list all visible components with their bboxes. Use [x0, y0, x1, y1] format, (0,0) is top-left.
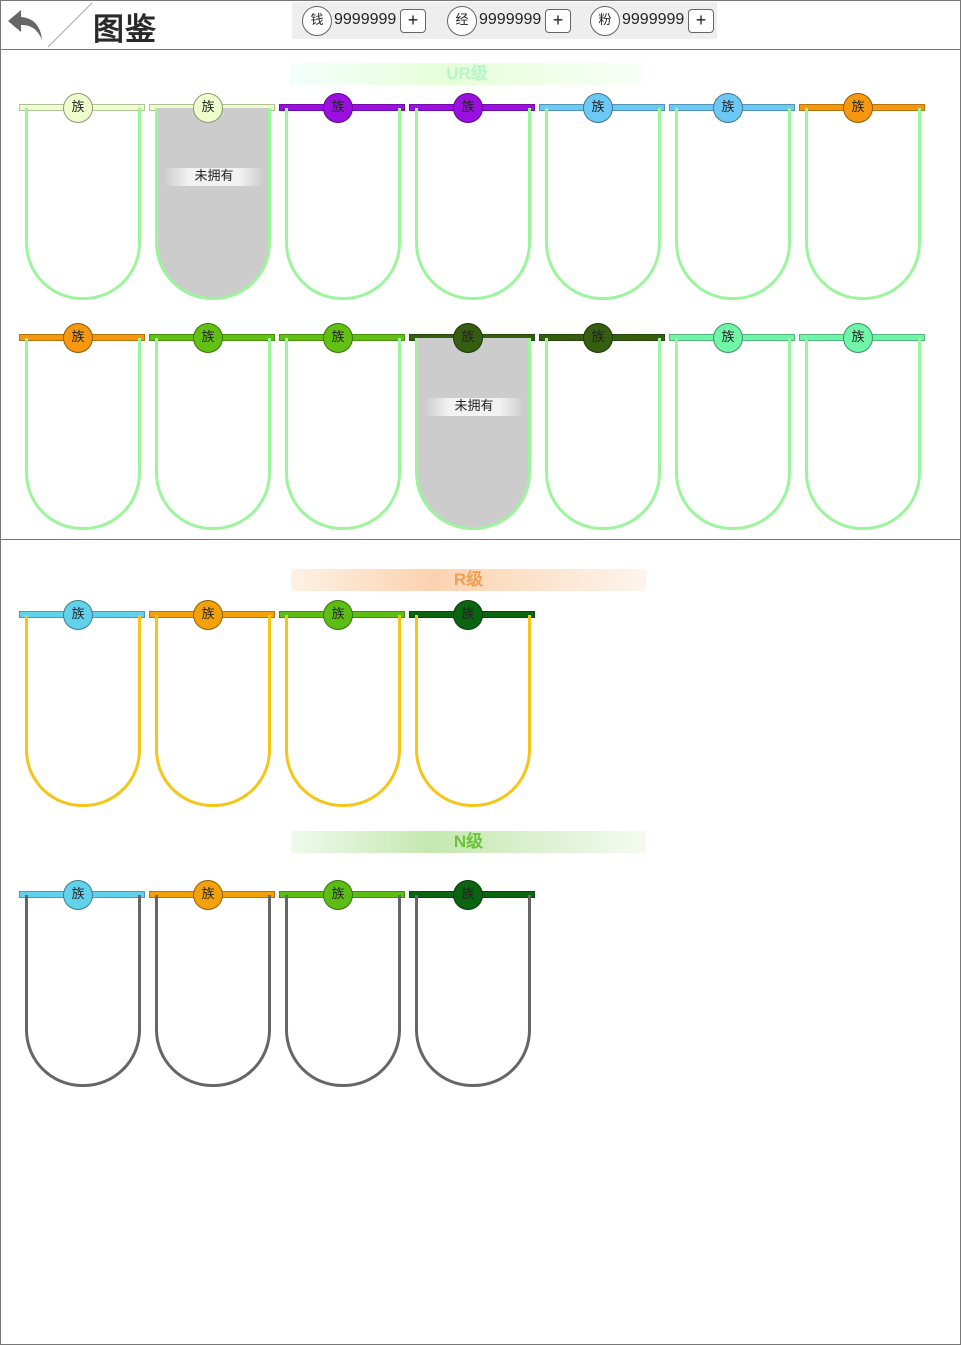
- card-frame[interactable]: [155, 338, 271, 530]
- clan-badge-icon: 族: [453, 323, 483, 353]
- ur-collection-card[interactable]: 族: [669, 93, 795, 306]
- clan-badge-icon: 族: [323, 323, 353, 353]
- clan-badge-icon: 族: [323, 93, 353, 123]
- card-frame[interactable]: [285, 615, 401, 807]
- clan-badge-icon: 族: [193, 600, 223, 630]
- card-frame[interactable]: [805, 338, 921, 530]
- ur-collection-card[interactable]: 族: [19, 323, 145, 536]
- card-frame[interactable]: [155, 615, 271, 807]
- money-icon: 钱: [302, 6, 332, 36]
- add-fans-button[interactable]: +: [688, 9, 714, 33]
- r-rank-header: R级: [291, 569, 646, 591]
- not-owned-label: 未拥有: [424, 398, 524, 416]
- ur-collection-card[interactable]: 族: [799, 93, 925, 306]
- fans-value: 9999999: [622, 11, 685, 28]
- clan-badge-icon: 族: [453, 600, 483, 630]
- card-frame[interactable]: [415, 108, 531, 300]
- ur-collection-card[interactable]: 族: [279, 323, 405, 536]
- r-collection-card[interactable]: 族: [409, 600, 535, 813]
- clan-badge-icon: 族: [583, 93, 613, 123]
- card-frame[interactable]: [285, 895, 401, 1087]
- ur-collection-card[interactable]: 族: [149, 323, 275, 536]
- resource-bar: 钱 9999999 + 经 9999999 + 粉 9999999 +: [292, 2, 717, 39]
- card-frame[interactable]: [285, 108, 401, 300]
- card-frame[interactable]: [545, 338, 661, 530]
- clan-badge-icon: 族: [453, 93, 483, 123]
- not-owned-label: 未拥有: [164, 168, 264, 186]
- n-collection-card[interactable]: 族: [409, 880, 535, 1093]
- ur-panel: [0, 49, 961, 540]
- n-collection-card[interactable]: 族: [149, 880, 275, 1093]
- card-frame[interactable]: [545, 108, 661, 300]
- clan-badge-icon: 族: [713, 93, 743, 123]
- card-frame[interactable]: [25, 615, 141, 807]
- fans-icon: 粉: [590, 6, 620, 36]
- ur-collection-card[interactable]: 族: [279, 93, 405, 306]
- ur-collection-card[interactable]: 族: [539, 323, 665, 536]
- top-bar: 图鉴 钱 9999999 + 经 9999999 + 粉 9999999 +: [0, 0, 961, 50]
- back-arrow-icon: [8, 10, 42, 40]
- clan-badge-icon: 族: [843, 93, 873, 123]
- card-frame[interactable]: [285, 338, 401, 530]
- r-collection-card[interactable]: 族: [279, 600, 405, 813]
- money-value: 9999999: [334, 11, 397, 28]
- ur-rank-header: UR级: [290, 63, 644, 85]
- r-collection-card[interactable]: 族: [19, 600, 145, 813]
- n-rank-header: N级: [291, 831, 646, 853]
- clan-badge-icon: 族: [63, 323, 93, 353]
- card-frame[interactable]: [805, 108, 921, 300]
- card-frame[interactable]: [675, 108, 791, 300]
- card-frame[interactable]: [415, 895, 531, 1087]
- divider-slash: [47, 2, 93, 48]
- card-frame[interactable]: 未拥有: [415, 338, 531, 530]
- card-frame[interactable]: [25, 895, 141, 1087]
- card-frame[interactable]: [25, 338, 141, 530]
- page-title: 图鉴: [93, 12, 157, 48]
- add-exp-button[interactable]: +: [545, 9, 571, 33]
- card-frame[interactable]: [415, 615, 531, 807]
- n-collection-card[interactable]: 族: [19, 880, 145, 1093]
- clan-badge-icon: 族: [63, 880, 93, 910]
- card-frame[interactable]: 未拥有: [155, 108, 271, 300]
- clan-badge-icon: 族: [713, 323, 743, 353]
- clan-badge-icon: 族: [583, 323, 613, 353]
- clan-badge-icon: 族: [323, 880, 353, 910]
- clan-badge-icon: 族: [63, 600, 93, 630]
- ur-collection-card[interactable]: 族: [539, 93, 665, 306]
- clan-badge-icon: 族: [843, 323, 873, 353]
- ur-collection-card[interactable]: 未拥有 族: [149, 93, 275, 306]
- clan-badge-icon: 族: [193, 93, 223, 123]
- clan-badge-icon: 族: [193, 880, 223, 910]
- clan-badge-icon: 族: [63, 93, 93, 123]
- n-collection-card[interactable]: 族: [279, 880, 405, 1093]
- clan-badge-icon: 族: [193, 323, 223, 353]
- card-frame[interactable]: [675, 338, 791, 530]
- ur-collection-card[interactable]: 族: [19, 93, 145, 306]
- back-button[interactable]: [4, 4, 48, 44]
- ur-collection-card[interactable]: 族: [409, 93, 535, 306]
- card-frame[interactable]: [25, 108, 141, 300]
- add-money-button[interactable]: +: [400, 9, 426, 33]
- exp-value: 9999999: [479, 11, 542, 28]
- clan-badge-icon: 族: [453, 880, 483, 910]
- card-frame[interactable]: [155, 895, 271, 1087]
- clan-badge-icon: 族: [323, 600, 353, 630]
- ur-collection-card[interactable]: 未拥有 族: [409, 323, 535, 536]
- exp-icon: 经: [447, 6, 477, 36]
- ur-collection-card[interactable]: 族: [669, 323, 795, 536]
- ur-collection-card[interactable]: 族: [799, 323, 925, 536]
- r-collection-card[interactable]: 族: [149, 600, 275, 813]
